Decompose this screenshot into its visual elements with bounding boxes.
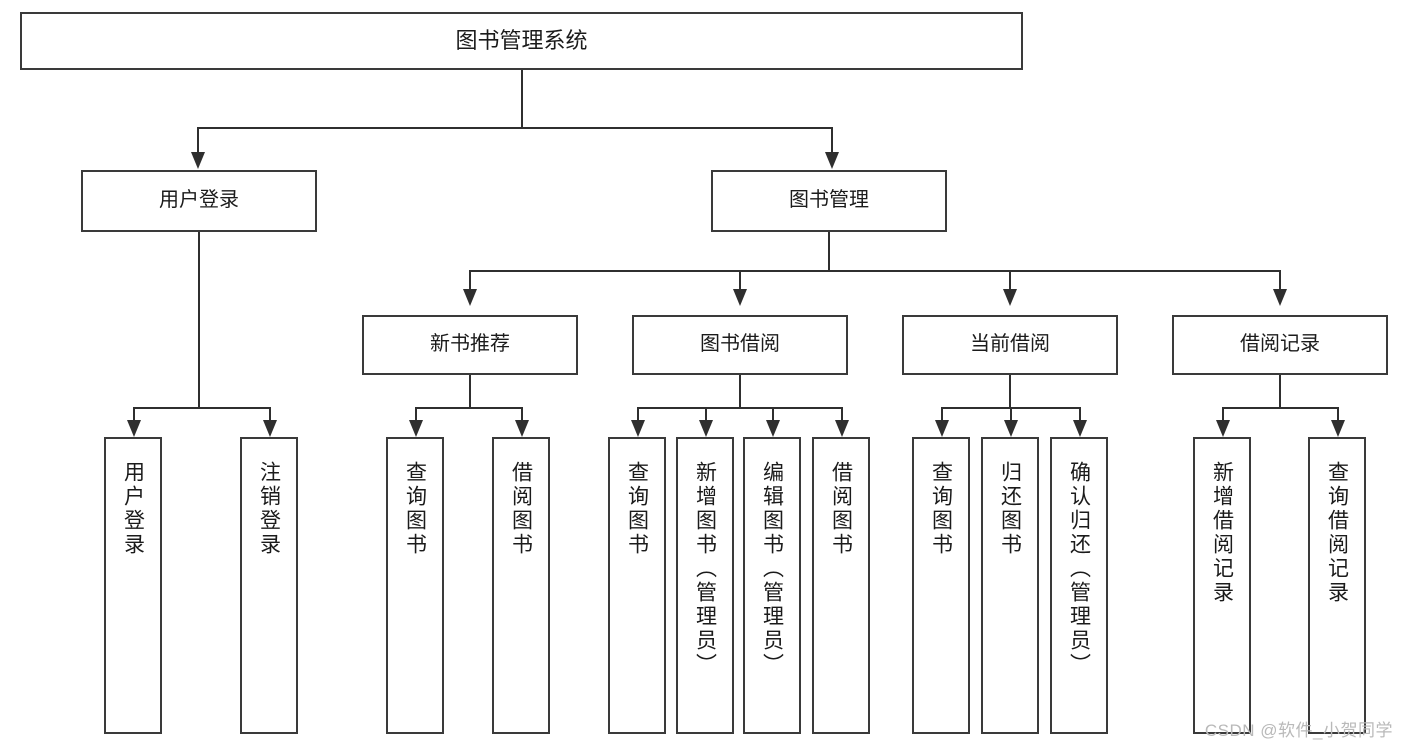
leaf-query-book-bb[interactable]: 查询图书 bbox=[608, 437, 666, 734]
connector-borrow-record-stem bbox=[1279, 375, 1281, 408]
arrow-leaf-br-1 bbox=[1216, 420, 1230, 437]
arrow-leaf-bb-2 bbox=[699, 420, 713, 437]
node-label: 图书借阅 bbox=[700, 333, 780, 356]
connector-bus-borrow-record-leaves bbox=[1222, 407, 1338, 409]
node-borrow-record[interactable]: 借阅记录 bbox=[1172, 315, 1388, 375]
connector-bus-level3 bbox=[469, 270, 1281, 272]
connector-drop-leaf-br-1 bbox=[1222, 407, 1224, 421]
connector-drop-leaf-bb-3 bbox=[772, 407, 774, 421]
leaf-add-book-admin[interactable]: 新增图书（管理员） bbox=[676, 437, 734, 734]
leaf-confirm-return-admin[interactable]: 确认归还（管理员） bbox=[1050, 437, 1108, 734]
leaf-borrow-book-nb[interactable]: 借阅图书 bbox=[492, 437, 550, 734]
node-label: 新增借阅记录 bbox=[1210, 461, 1234, 605]
node-label: 查询图书 bbox=[403, 461, 427, 557]
leaf-add-borrow-record[interactable]: 新增借阅记录 bbox=[1193, 437, 1251, 734]
arrow-leaf-user-login-2 bbox=[263, 420, 277, 437]
arrow-book-mgmt bbox=[825, 152, 839, 169]
node-label: 当前借阅 bbox=[970, 333, 1050, 356]
connector-drop-leaf-nb-2 bbox=[521, 407, 523, 421]
arrow-leaf-bb-4 bbox=[835, 420, 849, 437]
leaf-query-book-cb[interactable]: 查询图书 bbox=[912, 437, 970, 734]
arrow-leaf-bb-1 bbox=[631, 420, 645, 437]
connector-drop-book-mgmt bbox=[831, 127, 833, 153]
arrow-leaf-br-2 bbox=[1331, 420, 1345, 437]
arrow-borrow-record bbox=[1273, 289, 1287, 306]
connector-current-borrow-stem bbox=[1009, 375, 1011, 408]
leaf-query-book-nb[interactable]: 查询图书 bbox=[386, 437, 444, 734]
node-label: 编辑图书（管理员） bbox=[760, 461, 784, 677]
node-book-borrow[interactable]: 图书借阅 bbox=[632, 315, 848, 375]
connector-bus-user-login-leaves bbox=[133, 407, 270, 409]
arrow-leaf-nb-2 bbox=[515, 420, 529, 437]
leaf-logout-login[interactable]: 注销登录 bbox=[240, 437, 298, 734]
arrow-leaf-nb-1 bbox=[409, 420, 423, 437]
connector-drop-current-borrow bbox=[1009, 270, 1011, 290]
connector-drop-borrow-record bbox=[1279, 270, 1281, 290]
node-label: 查询图书 bbox=[929, 461, 953, 557]
connector-drop-leaf-nb-1 bbox=[415, 407, 417, 421]
node-label: 新增图书（管理员） bbox=[693, 461, 717, 677]
node-label: 注销登录 bbox=[257, 461, 281, 557]
arrow-leaf-user-login-1 bbox=[127, 420, 141, 437]
node-label: 借阅记录 bbox=[1240, 333, 1320, 356]
arrow-current-borrow bbox=[1003, 289, 1017, 306]
leaf-user-login[interactable]: 用户登录 bbox=[104, 437, 162, 734]
arrow-leaf-cb-2 bbox=[1004, 420, 1018, 437]
leaf-return-book[interactable]: 归还图书 bbox=[981, 437, 1039, 734]
connector-bus-new-book-leaves bbox=[415, 407, 523, 409]
connector-drop-leaf-bb-2 bbox=[705, 407, 707, 421]
node-book-management[interactable]: 图书管理 bbox=[711, 170, 947, 232]
connector-drop-leaf-cb-1 bbox=[941, 407, 943, 421]
arrow-new-book bbox=[463, 289, 477, 306]
node-label: 查询图书 bbox=[625, 461, 649, 557]
connector-drop-leaf-br-2 bbox=[1337, 407, 1339, 421]
node-label: 借阅图书 bbox=[829, 461, 853, 557]
connector-drop-leaf-cb-2 bbox=[1010, 407, 1012, 421]
node-label: 确认归还（管理员） bbox=[1067, 461, 1091, 677]
connector-drop-leaf-cb-3 bbox=[1079, 407, 1081, 421]
connector-drop-leaf-user-login-2 bbox=[269, 407, 271, 421]
connector-drop-leaf-user-login-1 bbox=[133, 407, 135, 421]
connector-root-stem bbox=[521, 70, 523, 128]
connector-drop-leaf-bb-4 bbox=[841, 407, 843, 421]
node-root-system[interactable]: 图书管理系统 bbox=[20, 12, 1023, 70]
arrow-leaf-bb-3 bbox=[766, 420, 780, 437]
leaf-query-borrow-record[interactable]: 查询借阅记录 bbox=[1308, 437, 1366, 734]
connector-drop-book-borrow bbox=[739, 270, 741, 290]
leaf-edit-book-admin[interactable]: 编辑图书（管理员） bbox=[743, 437, 801, 734]
arrow-leaf-cb-3 bbox=[1073, 420, 1087, 437]
node-label: 借阅图书 bbox=[509, 461, 533, 557]
node-label: 新书推荐 bbox=[430, 333, 510, 356]
arrow-leaf-cb-1 bbox=[935, 420, 949, 437]
connector-book-borrow-stem bbox=[739, 375, 741, 408]
node-label: 查询借阅记录 bbox=[1325, 461, 1349, 605]
node-new-book-recommend[interactable]: 新书推荐 bbox=[362, 315, 578, 375]
arrow-book-borrow bbox=[733, 289, 747, 306]
connector-drop-user-login bbox=[197, 127, 199, 153]
node-label: 用户登录 bbox=[159, 189, 239, 212]
node-label: 归还图书 bbox=[998, 461, 1022, 557]
connector-user-login-stem bbox=[198, 232, 200, 408]
node-user-login[interactable]: 用户登录 bbox=[81, 170, 317, 232]
connector-bus-book-borrow-leaves bbox=[637, 407, 842, 409]
connector-drop-new-book bbox=[469, 270, 471, 290]
arrow-user-login bbox=[191, 152, 205, 169]
leaf-borrow-book-bb[interactable]: 借阅图书 bbox=[812, 437, 870, 734]
connector-book-mgmt-stem bbox=[828, 232, 830, 271]
node-label: 图书管理 bbox=[789, 189, 869, 212]
node-label: 用户登录 bbox=[121, 461, 145, 557]
connector-bus-level1 bbox=[197, 127, 833, 129]
watermark: CSDN @软件_小贺同学 bbox=[1204, 721, 1393, 740]
node-label: 图书管理系统 bbox=[455, 28, 588, 54]
connector-new-book-stem bbox=[469, 375, 471, 408]
connector-drop-leaf-bb-1 bbox=[637, 407, 639, 421]
node-current-borrow[interactable]: 当前借阅 bbox=[902, 315, 1118, 375]
